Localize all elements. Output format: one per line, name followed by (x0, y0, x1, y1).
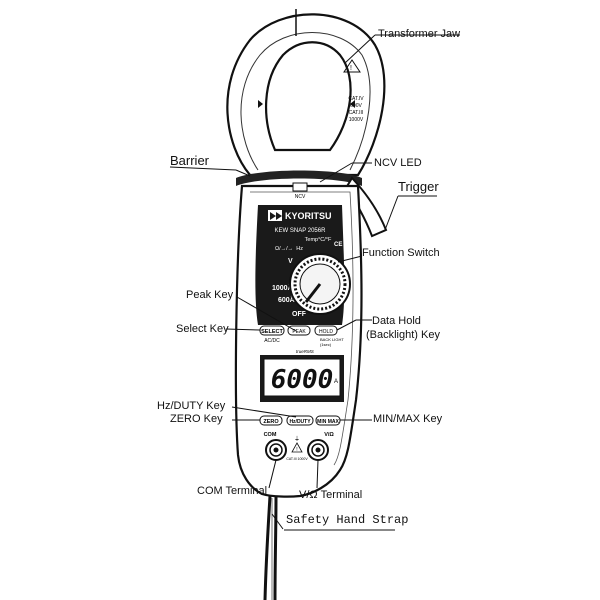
label-select-key: Select Key (176, 323, 229, 335)
label-v-terminal: V/Ω Terminal (299, 489, 363, 501)
safety-hand-strap (263, 495, 278, 600)
brand-logo: KYORITSU (285, 211, 332, 221)
min-max-key-label: MIN MAX (317, 419, 339, 425)
label-transformer-jaw: Transformer Jaw (378, 28, 461, 40)
label-trigger: Trigger (398, 179, 439, 194)
function-switch-dial[interactable] (289, 253, 351, 315)
bottom-keys: ZERO Hz/DUTY MIN MAX (259, 415, 341, 426)
dial-1000a: 1000Ã (272, 283, 293, 292)
zero-key[interactable]: ZERO (259, 415, 283, 426)
peak-key-label: PEAK (292, 329, 306, 335)
button-panel: SELECT AC/DC PEAK HOLD BACK LIGHT (1sec)… (252, 325, 348, 354)
label-function-switch: Function Switch (362, 247, 440, 259)
jaw-v1: 600V (350, 103, 362, 109)
meter-title: AC/DC CLAMP METER (272, 404, 331, 410)
label-data-hold-line2: (Backlight) Key (366, 329, 440, 341)
label-barrier: Barrier (170, 153, 210, 168)
label-hz-duty-key: Hz/DUTY Key (157, 400, 226, 412)
peak-key[interactable]: PEAK (287, 325, 311, 336)
label-safety-hand-strap: Safety Hand Strap (286, 513, 409, 527)
terminals: COM V/Ω ! ⏚ CAT.III 1000V (264, 432, 334, 461)
model-name: KEW SNAP 2056R (275, 228, 327, 234)
label-ncv-led: NCV LED (374, 157, 422, 169)
svg-text:CAT.III 1000V: CAT.III 1000V (286, 457, 308, 461)
label-com-terminal: COM Terminal (197, 485, 268, 497)
label-peak-key: Peak Key (186, 289, 234, 301)
true-rms-label: trueRMS (296, 349, 314, 354)
vo-terminal-label: V/Ω (324, 432, 334, 438)
label-data-hold-line1: Data Hold (372, 315, 421, 327)
hz-duty-key[interactable]: Hz/DUTY (286, 415, 314, 426)
ncv-marker: NCV (295, 194, 306, 200)
label-zero-key: ZERO Key (170, 413, 223, 425)
min-max-key[interactable]: MIN MAX (315, 415, 341, 426)
hold-key-label: HOLD (319, 329, 333, 335)
com-terminal-socket[interactable] (265, 439, 287, 461)
svg-text:!: ! (296, 447, 297, 453)
temp-label: Temp°C/°F (305, 237, 332, 243)
hz-duty-key-label: Hz/DUTY (289, 419, 311, 425)
com-terminal-label: COM (264, 432, 277, 438)
svg-text:⏚: ⏚ (294, 436, 300, 443)
label-min-max-key: MIN/MAX Key (373, 413, 443, 425)
jaw-v2: 1000V (349, 117, 364, 123)
zero-key-label: ZERO (263, 419, 279, 425)
vo-terminal-socket[interactable] (307, 439, 329, 461)
select-key[interactable]: SELECT (259, 325, 285, 336)
ohm-row: Ω/→/→ Hz (275, 246, 303, 252)
backlight-sub: (1sec) (320, 342, 332, 347)
select-key-label: SELECT (261, 329, 283, 335)
dial-600a: 600Ã (278, 295, 295, 304)
jaw-cat4: CAT.IV (348, 96, 364, 102)
jaw-cat3: CAT.III (349, 110, 364, 116)
dial-v: V (288, 258, 293, 265)
lcd-unit: A (334, 379, 338, 385)
lcd-readout: 6000 (271, 365, 334, 395)
dial-off: OFF (292, 311, 307, 318)
svg-text:CE: CE (334, 242, 342, 248)
select-sub-label: AC/DC (264, 338, 280, 344)
transformer-jaw: ! CAT.IV 600V CAT.III 1000V (226, 9, 386, 177)
data-hold-key[interactable]: HOLD (314, 325, 338, 336)
leader-lines (169, 34, 460, 530)
lcd-display: 6000 A AC/DC CLAMP METER (260, 355, 344, 410)
svg-text:!: ! (350, 65, 352, 72)
barrier (236, 170, 362, 186)
backlight-label: BACK LIGHT (320, 337, 344, 342)
